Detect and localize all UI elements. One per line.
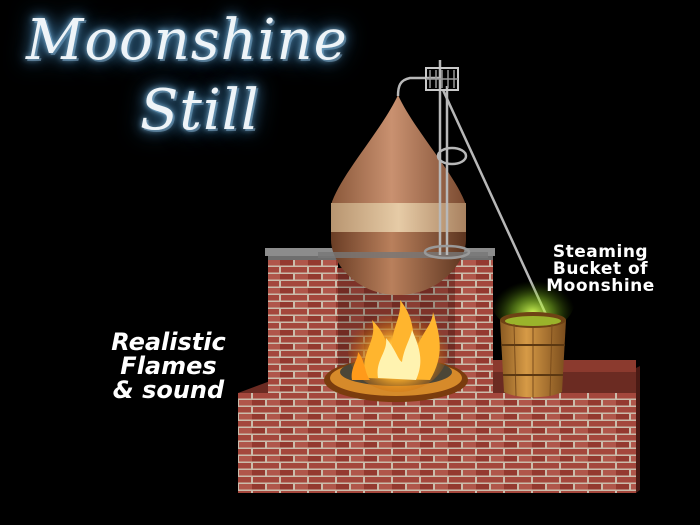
flames-caption-line: Flames bbox=[120, 352, 217, 380]
moonshine-bucket bbox=[491, 268, 575, 398]
condenser-coil bbox=[425, 67, 459, 91]
copper-pot-still bbox=[318, 95, 488, 295]
flames bbox=[348, 300, 448, 392]
bucket-caption: Steaming Bucket of Moonshine bbox=[523, 244, 678, 295]
title-line-2: Still bbox=[140, 78, 260, 143]
bucket-caption-line: Bucket of bbox=[552, 259, 649, 279]
flames-caption-line: & sound bbox=[112, 376, 225, 404]
flames-caption: Realistic Flames & sound bbox=[56, 330, 281, 402]
bucket-caption-line: Steaming bbox=[552, 242, 649, 262]
flames-caption-line: Realistic bbox=[111, 328, 226, 356]
bucket-caption-line: Moonshine bbox=[546, 276, 655, 296]
title-line-1: Moonshine bbox=[26, 8, 348, 73]
